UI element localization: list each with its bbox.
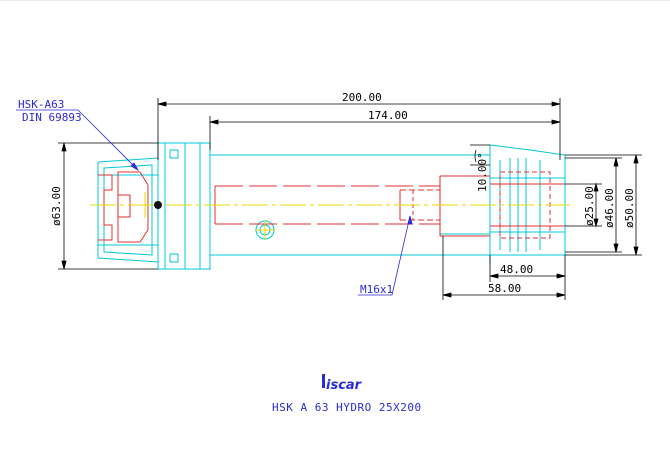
dim-nose-length: 58.00 bbox=[488, 282, 521, 295]
label-shank-type: HSK-A63 bbox=[18, 98, 64, 111]
dim-nose-diameter-small: ø46.00 bbox=[603, 188, 616, 228]
dim-body-length: 174.00 bbox=[368, 109, 408, 122]
dim-overall-length: 200.00 bbox=[342, 91, 382, 104]
dim-nose-diameter-large: ø50.00 bbox=[623, 188, 636, 228]
label-standard: DIN 69893 bbox=[22, 111, 82, 124]
dimension-lines bbox=[58, 98, 642, 300]
logo-mark: iscar bbox=[322, 374, 363, 393]
drawing-title: HSK A 63 HYDRO 25X200 bbox=[272, 401, 422, 414]
hidden-lines bbox=[98, 171, 565, 243]
annotation-leaders bbox=[16, 109, 413, 296]
dim-flange-diameter: ø63.00 bbox=[50, 186, 63, 226]
centerline bbox=[90, 192, 570, 240]
label-thread: M16x1 bbox=[360, 283, 393, 296]
gauge-point-marker bbox=[154, 201, 162, 209]
dim-taper-angle: 10.00° bbox=[476, 152, 489, 192]
dim-clamping-length: 48.00 bbox=[500, 263, 533, 276]
dim-bore-diameter: ø25.00 bbox=[583, 186, 596, 226]
logo-text: iscar bbox=[326, 378, 363, 393]
